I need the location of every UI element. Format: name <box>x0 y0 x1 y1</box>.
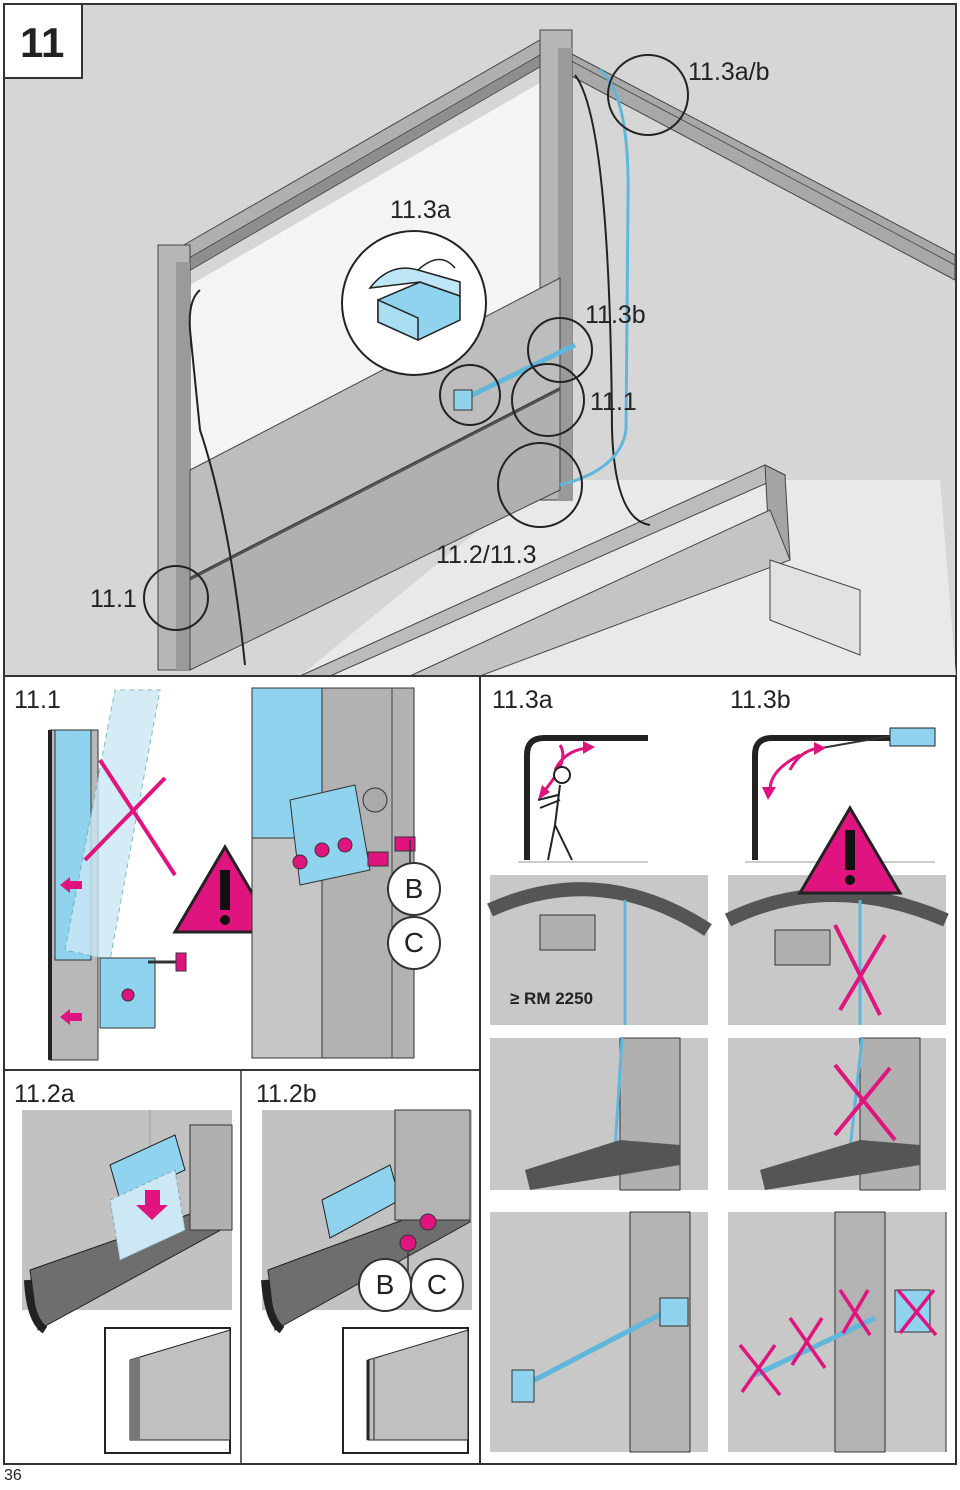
panel-11-3a <box>487 735 712 1453</box>
callout-circle-11-3ab <box>607 54 689 136</box>
page-number: 36 <box>4 1467 22 1484</box>
callout-label-11-3b: 11.3b <box>585 301 646 329</box>
step-number: 11 <box>20 19 65 66</box>
step-number-box <box>3 3 83 79</box>
callout-label-11-3ab: 11.3a/b <box>688 58 770 86</box>
callout-circle-11-1-left <box>143 565 209 631</box>
panel-title-11-3b: 11.3b <box>730 686 791 714</box>
panel-title-11-1: 11.1 <box>14 686 61 714</box>
screw-label-c: C <box>410 1258 464 1312</box>
overview-scene <box>3 3 957 677</box>
panel-11-2a <box>22 1110 233 1454</box>
callout-circle-11-3b <box>527 317 593 383</box>
callout-label-11-1-right: 11.1 <box>590 388 637 416</box>
callout-label-11-1-left: 11.1 <box>90 585 137 613</box>
callout-circle-11-1-right <box>511 363 585 437</box>
box-icon <box>368 258 461 342</box>
screw-label-b: B <box>358 1258 412 1312</box>
panel-title-11-2a: 11.2a <box>14 1080 75 1108</box>
measurement-label: ≥ RM 2250 <box>510 989 594 1008</box>
panel-11-3b <box>724 727 949 1453</box>
screw-label-c: C <box>387 916 441 970</box>
panel-11-1 <box>48 687 416 1061</box>
warning-triangle-icon <box>172 844 278 934</box>
warning-triangle-icon <box>797 805 903 895</box>
panel-title-11-3a: 11.3a <box>492 686 553 714</box>
screw-label-b: B <box>387 862 441 916</box>
panel-title-11-2b: 11.2b <box>256 1080 317 1108</box>
callout-label-11-2-11-3: 11.2/11.3 <box>436 541 537 569</box>
callout-label-11-3a: 11.3a <box>390 196 451 224</box>
person-figure <box>537 766 573 861</box>
callout-circle-11-2 <box>497 442 583 528</box>
